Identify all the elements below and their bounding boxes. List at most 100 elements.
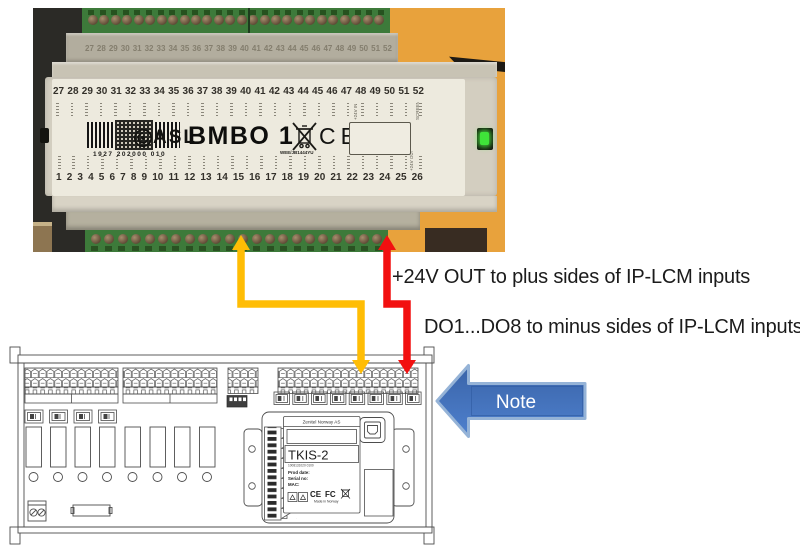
terminal-number: 5 (98, 172, 105, 183)
terminal-number: 3 (77, 172, 83, 183)
terminal-number: 47 (340, 86, 352, 97)
field-mac: MAC: (288, 482, 300, 487)
dot (347, 246, 355, 251)
terminal-number: 33 (156, 44, 166, 53)
terminal-number: 51 (398, 86, 410, 97)
terminal-number: 32 (124, 86, 137, 97)
dot (190, 15, 201, 25)
dot (361, 246, 369, 251)
dot (280, 246, 288, 251)
dot (339, 15, 350, 25)
dot (179, 15, 190, 25)
dot (236, 15, 247, 25)
terminal-slots (88, 10, 384, 15)
dot (173, 156, 177, 169)
dot (185, 246, 193, 251)
dot (88, 15, 98, 25)
dot (227, 10, 234, 15)
dot (203, 10, 210, 15)
terminal-micro-labels-bottom (58, 156, 422, 169)
terminal-number: 20 (314, 172, 326, 183)
terminal-number: 51 (371, 44, 381, 53)
dot (212, 246, 220, 251)
terminal-blocks (24, 367, 419, 404)
dot (303, 156, 307, 169)
dot (328, 15, 339, 25)
housing-step (52, 196, 497, 212)
weee-icon-small (340, 488, 351, 499)
dot (332, 156, 336, 169)
dot (289, 156, 292, 169)
dot (118, 246, 126, 251)
terminal-number: 28 (96, 44, 106, 53)
dot (157, 234, 168, 244)
dot (293, 15, 304, 25)
dot (158, 246, 166, 251)
dot (331, 10, 338, 15)
dot (186, 103, 190, 116)
terminal-number: 10 (152, 172, 164, 183)
housing-step (66, 212, 420, 230)
terminal-number: 8 (130, 172, 137, 183)
terminal-number: 22 (346, 172, 358, 183)
terminal-number: 16 (249, 172, 261, 183)
terminal-number: 29 (108, 44, 118, 53)
fcc-mark: FC (325, 490, 336, 499)
dot (122, 10, 129, 15)
dot (215, 103, 219, 116)
dot (307, 246, 315, 251)
terminal-number: 34 (168, 44, 178, 53)
photo-foreground-object (33, 222, 52, 252)
terminal-number: 36 (182, 86, 194, 97)
terminal-number: 49 (347, 44, 357, 53)
terminal-number: 21 (330, 172, 342, 183)
dot (285, 10, 292, 15)
dot (271, 15, 281, 25)
dot (404, 156, 408, 169)
terminal-number: 27 (85, 44, 94, 53)
dot (86, 156, 90, 169)
terminal-number: 39 (225, 86, 237, 97)
dot (282, 15, 293, 25)
dot (145, 246, 153, 251)
dot (99, 15, 110, 25)
terminal-number: 42 (263, 44, 273, 53)
dot (144, 234, 155, 244)
blank-label-box (349, 122, 411, 155)
dot (131, 234, 142, 244)
terminal-number: 32 (144, 44, 154, 53)
dot (157, 10, 164, 15)
maker-name: Zenitel Norway AS (303, 420, 341, 425)
power-terminal (27, 500, 47, 522)
dot (293, 246, 301, 251)
terminal-number: 7 (120, 172, 126, 183)
annotation-minus-line: DO1...DO8 to minus sides of IP-LCM input… (424, 316, 800, 338)
terminal-number: 38 (211, 86, 223, 97)
dot (238, 10, 245, 15)
terminal-number: 9 (141, 172, 148, 183)
dot (316, 15, 327, 25)
dot (143, 103, 146, 116)
dot (230, 103, 233, 116)
dot (145, 15, 156, 25)
terminal-number: 43 (283, 86, 295, 97)
dot (404, 103, 408, 116)
terminal-number: 4 (88, 172, 94, 183)
dot (104, 246, 112, 251)
dot (362, 15, 373, 25)
dot (198, 234, 208, 244)
dot (264, 234, 275, 244)
dot (305, 234, 315, 244)
dot (319, 10, 326, 15)
weee-code: WEE/JB1444YU (280, 150, 314, 155)
terminal-number: 24 (379, 172, 391, 183)
dot (168, 15, 179, 25)
dot (331, 234, 342, 244)
dot (320, 246, 328, 251)
terminal-number: 43 (275, 44, 285, 53)
terminal-number: 39 (228, 44, 237, 53)
dot (358, 234, 369, 244)
dot (133, 15, 144, 25)
dot (134, 10, 141, 15)
